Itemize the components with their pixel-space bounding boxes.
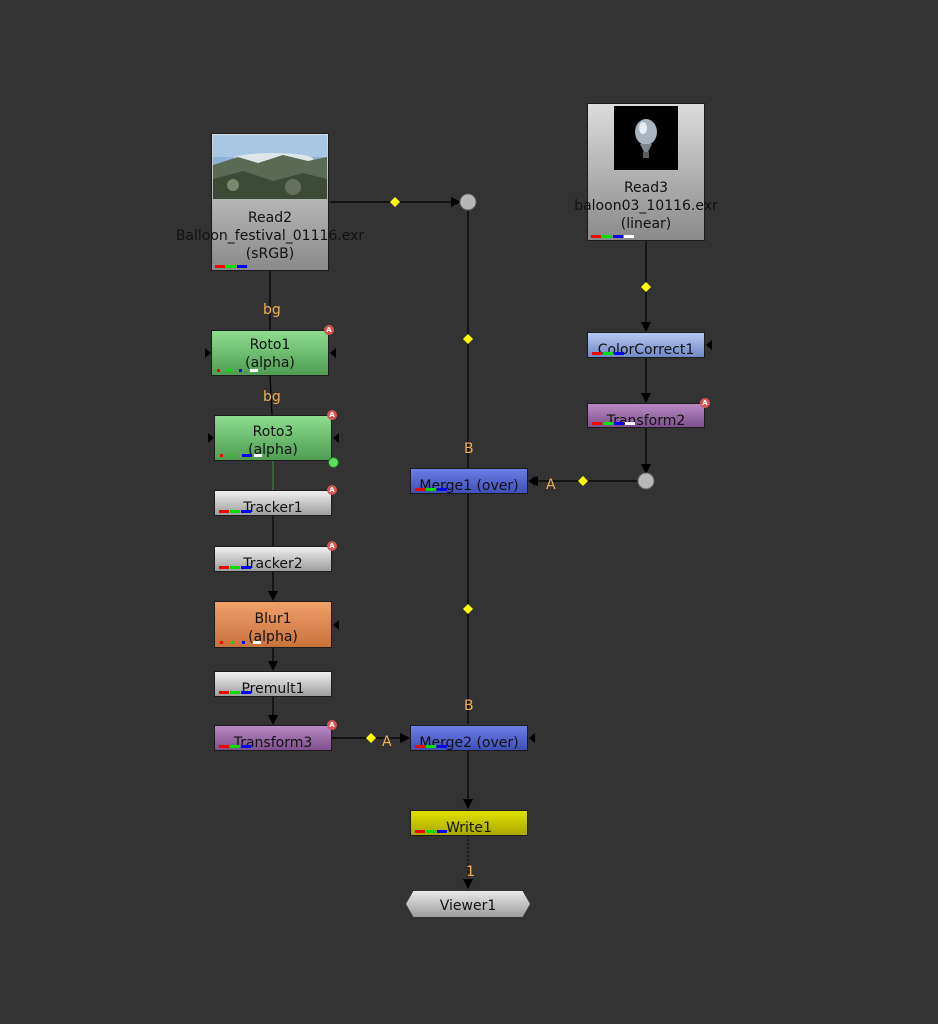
premult1-channels: [219, 691, 252, 694]
read2-channels: [215, 265, 248, 268]
node-colorcorrect1[interactable]: ColorCorrect1: [587, 332, 705, 358]
tracker1-animation-badge: A: [327, 485, 337, 495]
read2-colorspace: (sRGB): [245, 246, 295, 262]
pipe-label-bg: bg: [263, 302, 281, 318]
write1-title: Write1: [446, 820, 492, 836]
pipe-label-viewer-input: 1: [466, 864, 475, 880]
read3-thumbnail: [614, 106, 678, 170]
premult1-title: Premult1: [241, 681, 305, 697]
viewer1-title: Viewer1: [439, 898, 497, 914]
roto1-mask-arrow[interactable]: [330, 348, 336, 358]
blur1-channels: [220, 641, 262, 644]
transform3-animation-badge: A: [327, 720, 337, 730]
tracker1-title: Tracker1: [243, 500, 303, 516]
dot-node-transform2[interactable]: [637, 472, 655, 490]
pipe-label-merge1-a: A: [546, 477, 556, 493]
node-roto1[interactable]: Roto1 (alpha) A: [211, 325, 334, 376]
read2-title: Read2: [247, 210, 293, 226]
read3-file: baloon03_10116.exr: [574, 198, 718, 214]
merge1-title: Merge1 (over): [419, 478, 519, 494]
dot-node-read2[interactable]: [459, 193, 477, 211]
roto1-sub: (alpha): [245, 355, 295, 371]
roto3-animation-badge: A: [327, 410, 337, 420]
tracker2-title: Tracker2: [243, 556, 303, 572]
node-premult1[interactable]: Premult1: [214, 671, 332, 697]
write1-channels: [415, 830, 448, 833]
transform2-channels: [592, 422, 636, 425]
pipe-dot[interactable]: [366, 733, 376, 743]
blur1-mask-arrow[interactable]: [333, 620, 339, 630]
roto3-input-arrow[interactable]: [208, 433, 214, 443]
pipe-roto1-roto3[interactable]: [269, 375, 273, 416]
pipe-label-merge1-b: B: [464, 441, 474, 457]
node-blur1[interactable]: Blur1 (alpha): [214, 601, 332, 648]
roto1-animation-badge: A: [324, 325, 334, 335]
pipe-label-merge2-a: A: [382, 734, 392, 750]
node-tracker1[interactable]: Tracker1 A: [214, 485, 337, 516]
node-viewer1[interactable]: Viewer1: [406, 891, 530, 917]
pipe-dot[interactable]: [463, 334, 473, 344]
tracker2-animation-badge: A: [327, 541, 337, 551]
tracker1-channels: [219, 510, 252, 513]
roto3-channels: [220, 454, 263, 457]
node-merge1[interactable]: Merge1 (over): [410, 468, 528, 494]
merge1-mask-arrow[interactable]: [529, 476, 535, 486]
read2-file: Balloon_festival_01116.exr: [175, 228, 365, 244]
pipe-dot[interactable]: [390, 197, 400, 207]
transform3-channels: [219, 745, 252, 748]
blur1-title: Blur1: [254, 611, 292, 627]
merge2-mask-arrow[interactable]: [529, 733, 535, 743]
node-transform2[interactable]: Transform2 A: [587, 398, 710, 429]
node-read2[interactable]: Read2 Balloon_festival_01116.exr (sRGB): [176, 133, 364, 271]
roto1-input-arrow[interactable]: [205, 348, 211, 358]
colorcorrect1-channels: [592, 352, 625, 355]
read3-channels: [591, 235, 635, 238]
pipe-dot[interactable]: [463, 604, 473, 614]
read2-thumbnail: [213, 135, 327, 199]
node-transform3[interactable]: Transform3 A: [214, 720, 337, 751]
node-read3[interactable]: Read3 baloon03_10116.exr (linear): [574, 103, 718, 241]
node-roto3[interactable]: Roto3 (alpha) A: [214, 410, 337, 461]
colorcorrect1-mask-arrow[interactable]: [706, 340, 712, 350]
roto3-title: Roto3: [252, 424, 294, 440]
read3-title: Read3: [623, 180, 669, 196]
pipe-dot[interactable]: [578, 476, 588, 486]
merge2-channels: [415, 745, 448, 748]
roto1-channels: [217, 369, 259, 372]
roto1-title: Roto1: [249, 337, 291, 353]
transform2-title: Transform2: [606, 413, 686, 429]
node-tracker2[interactable]: Tracker2 A: [214, 541, 337, 572]
pipe-label-bg: bg: [263, 389, 281, 405]
node-merge2[interactable]: Merge2 (over): [410, 725, 528, 751]
merge1-channels: [415, 488, 448, 491]
transform2-animation-badge: A: [700, 398, 710, 408]
roto3-green-handle[interactable]: [328, 457, 339, 468]
pipe-label-merge2-b: B: [464, 698, 474, 714]
roto3-mask-arrow[interactable]: [333, 433, 339, 443]
transform3-title: Transform3: [233, 735, 313, 751]
node-write1[interactable]: Write1: [410, 810, 528, 836]
pipe-dot[interactable]: [641, 282, 651, 292]
colorcorrect1-title: ColorCorrect1: [597, 342, 695, 358]
tracker2-channels: [219, 566, 252, 569]
read3-colorspace: (linear): [620, 216, 672, 232]
merge2-title: Merge2 (over): [419, 735, 519, 751]
